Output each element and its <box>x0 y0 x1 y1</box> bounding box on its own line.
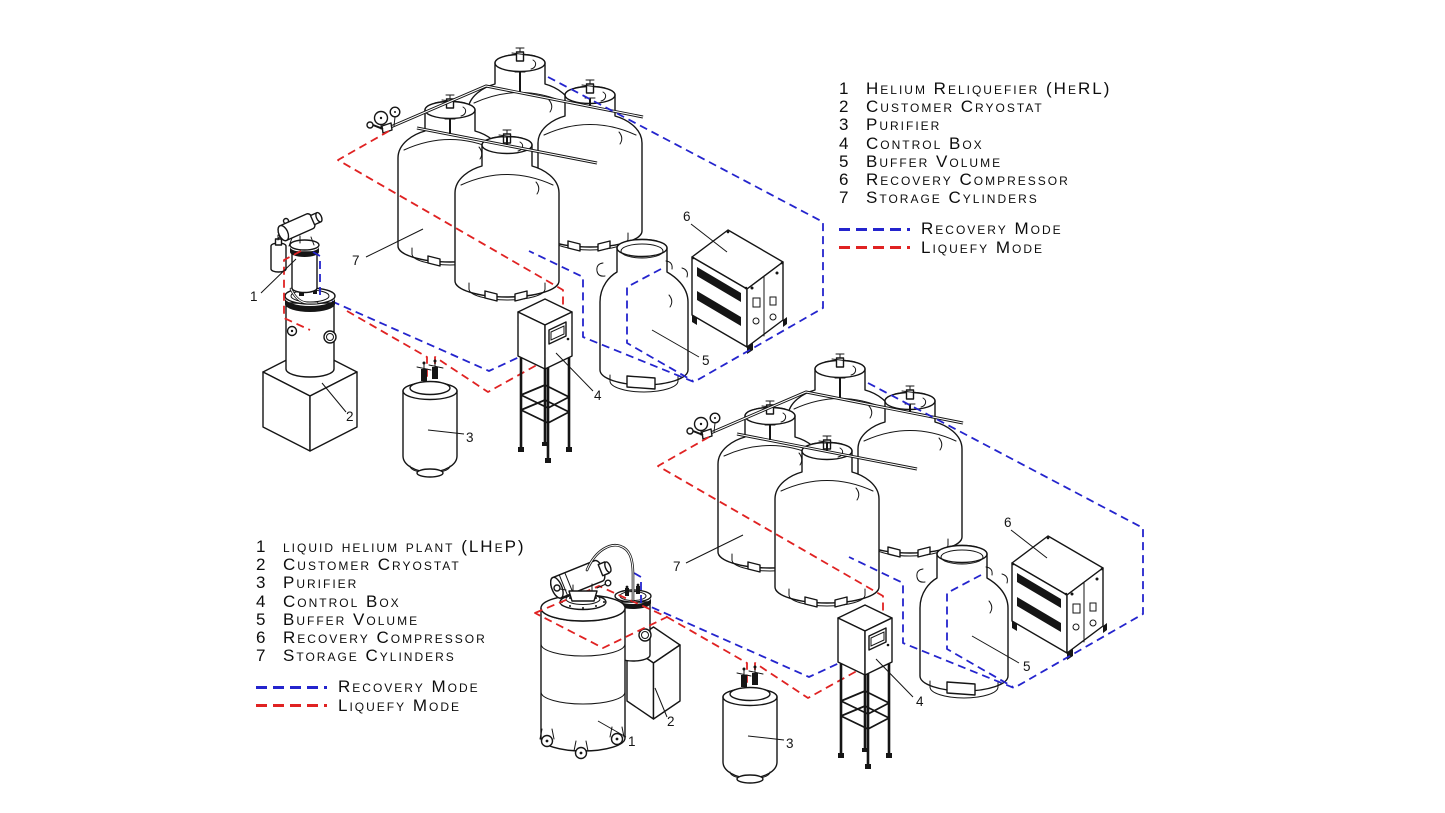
callout-6: 6 <box>1004 515 1012 530</box>
legend-item-number: 6 <box>256 628 268 648</box>
callout-6: 6 <box>683 209 691 224</box>
legend-item-number: 5 <box>839 151 851 171</box>
callout-2: 2 <box>667 714 675 729</box>
legend-item: 4 Control Box <box>256 591 526 611</box>
legend-item-label: Helium Reliquefier (HeRL) <box>866 79 1112 98</box>
liquefy-mode-key: Liquefy Mode <box>839 237 1111 257</box>
leader-line <box>260 258 347 413</box>
legend-item: 7 Storage Cylinders <box>256 647 526 665</box>
recovery-mode-key: Recovery Mode <box>256 678 526 696</box>
legend-item-label: Customer Cryostat <box>866 97 1044 117</box>
callout-1: 1 <box>628 734 636 749</box>
legend-item-number: 6 <box>839 170 851 190</box>
legend-item-label: Purifier <box>283 573 359 593</box>
legend-item-label: Control Box <box>866 133 984 153</box>
legend-item-number: 5 <box>256 609 268 629</box>
callout-5: 5 <box>702 353 710 368</box>
callout-7: 7 <box>352 253 360 268</box>
legend-item-label: Customer Cryostat <box>283 555 461 575</box>
recovery-mode-line <box>633 572 642 606</box>
legend-item-number: 7 <box>256 646 268 666</box>
legend-item: 3 Purifier <box>256 574 526 592</box>
callout-7: 7 <box>673 559 681 574</box>
recovery-mode-label: Recovery Mode <box>921 219 1063 239</box>
recovery-mode-line <box>312 251 321 297</box>
legend-item-number: 3 <box>839 115 851 135</box>
legend-item-number: 3 <box>256 573 268 593</box>
cold-head <box>277 211 323 242</box>
callout-4: 4 <box>594 388 602 403</box>
liquefy-dash-swatch <box>256 704 327 708</box>
leader-line <box>597 687 668 738</box>
legend-item: 5 Buffer Volume <box>256 609 526 629</box>
legend-modes: Recovery Mode Liquefy Mode <box>839 220 1111 256</box>
lhep-cold-head <box>549 544 635 602</box>
legend-item-number: 2 <box>256 555 268 575</box>
legend-item-number: 7 <box>839 188 851 208</box>
legend-lhep: 1 liquid helium plant (LHeP) 2 Customer Cr… <box>256 537 526 715</box>
helium-reliquefier <box>270 211 323 305</box>
callout-2: 2 <box>346 409 354 424</box>
legend-item: 7 Storage Cylinders <box>839 189 1111 207</box>
legend-item-label: Recovery Compressor <box>866 170 1070 190</box>
lhep-system-diagram: 1 2 3 4 5 6 7 <box>534 354 1143 783</box>
legend-item-label: Storage Cylinders <box>866 188 1039 208</box>
legend-item-label: Buffer Volume <box>283 609 420 629</box>
legend-item: 3 Purifier <box>839 116 1111 134</box>
legend-item: 1 Helium Reliquefier (HeRL) <box>839 79 1112 98</box>
liquefy-mode-line <box>283 250 311 331</box>
legend-item-number: 2 <box>839 97 851 117</box>
callout-1: 1 <box>250 289 258 304</box>
legend-item-label: liquid helium plant (LHeP) <box>283 537 526 556</box>
legend-item-label: Storage Cylinders <box>283 646 456 666</box>
legend-item-label: Control Box <box>283 591 401 611</box>
recovery-mode-key: Recovery Mode <box>839 220 1111 238</box>
callout-5: 5 <box>1023 659 1031 674</box>
herl-system-diagram: 1 2 3 4 5 6 7 <box>250 48 823 477</box>
liquid-helium-plant <box>539 593 626 760</box>
legend-item: 2 Customer Cryostat <box>256 556 526 574</box>
legend-item-label: Purifier <box>866 115 942 135</box>
legend-item-label: Recovery Compressor <box>283 628 487 648</box>
liquefy-mode-key: Liquefy Mode <box>256 695 526 715</box>
callout-3: 3 <box>466 430 474 445</box>
callout-4: 4 <box>916 694 924 709</box>
legend-item: 2 Customer Cryostat <box>839 98 1111 116</box>
liquefy-mode-label: Liquefy Mode <box>921 237 1045 257</box>
legend-item-number: 1 <box>839 79 851 98</box>
legend-item: 1 liquid helium plant (LHeP) <box>256 537 526 556</box>
legend-item-label: Buffer Volume <box>866 151 1003 171</box>
legend-item-number: 4 <box>256 591 268 611</box>
legend-modes: Recovery Mode Liquefy Mode <box>256 678 526 714</box>
callout-3: 3 <box>786 736 794 751</box>
legend-item-number: 4 <box>839 133 851 153</box>
liquefy-dash-swatch <box>839 246 910 250</box>
legend-item-number: 1 <box>256 537 268 556</box>
recovery-dash-swatch <box>256 686 327 690</box>
customer-cryostat <box>262 282 358 452</box>
legend-item: 6 Recovery Compressor <box>256 628 526 648</box>
caster-wheel <box>539 726 625 760</box>
legend-item: 4 Control Box <box>839 133 1111 153</box>
legend-item: 5 Buffer Volume <box>839 151 1111 171</box>
legend-herl: 1 Helium Reliquefier (HeRL) 2 Customer Cry… <box>839 79 1112 257</box>
recovery-mode-label: Recovery Mode <box>338 677 480 697</box>
legend-item: 6 Recovery Compressor <box>839 170 1111 190</box>
recovery-dash-swatch <box>839 228 910 232</box>
liquefy-mode-label: Liquefy Mode <box>338 695 462 715</box>
